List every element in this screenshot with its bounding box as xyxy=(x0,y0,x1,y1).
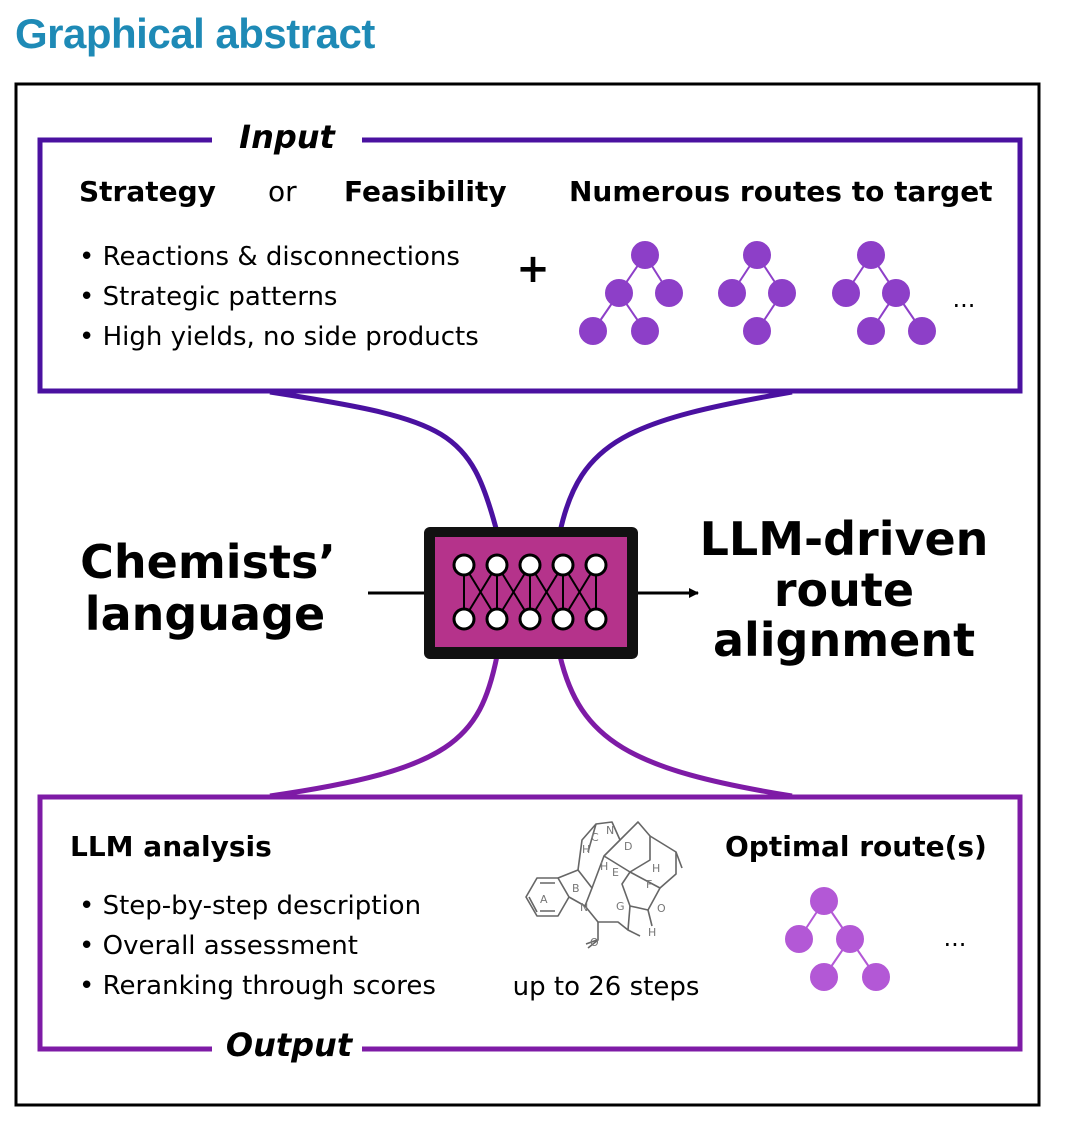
plus-sign: + xyxy=(516,246,550,292)
llm-analysis-heading: LLM analysis xyxy=(70,830,272,863)
atom-h-3: H xyxy=(652,862,660,875)
input-ellipsis: ... xyxy=(953,285,976,313)
chemists-language-line-2: language xyxy=(85,587,325,641)
output-box: Output LLM analysis • Step-by-step descr… xyxy=(37,794,1023,1064)
input-box: Input Strategy or Feasibility Numerous r… xyxy=(37,118,1023,394)
network-node xyxy=(452,553,476,577)
ring-label-b: B xyxy=(572,882,580,895)
llm-alignment-line-1: LLM-driven xyxy=(700,512,989,566)
network-node xyxy=(518,607,542,631)
route-tree-3 xyxy=(832,241,936,345)
network-node xyxy=(551,553,575,577)
input-bullet-3: • High yields, no side products xyxy=(79,322,479,352)
atom-o-carbonyl: O xyxy=(590,936,599,949)
atom-h-4: H xyxy=(648,926,656,939)
neural-network-icon xyxy=(424,527,638,659)
input-title: Input xyxy=(239,118,336,156)
route-tree-1 xyxy=(579,241,683,345)
ring-label-g: G xyxy=(616,900,625,913)
network-node xyxy=(485,553,509,577)
molecule-structure xyxy=(525,821,683,949)
output-box-border xyxy=(37,794,1023,1052)
graphical-abstract-heading: Graphical abstract xyxy=(15,10,375,57)
optimal-routes-heading: Optimal route(s) xyxy=(725,830,987,863)
ring-label-e: E xyxy=(612,866,619,879)
ring-label-d: D xyxy=(624,840,632,853)
input-bullet-2: • Strategic patterns xyxy=(79,282,337,312)
chemists-language-line-1: Chemists’ xyxy=(80,535,336,589)
route-tree-2 xyxy=(718,241,796,345)
routes-heading: Numerous routes to target xyxy=(569,175,993,208)
atom-n-top: N xyxy=(606,824,614,837)
atom-h-2: H xyxy=(600,860,608,873)
output-bullet-1: • Step-by-step description xyxy=(79,891,421,921)
curve-output-left xyxy=(269,655,500,799)
feasibility-label: Feasibility xyxy=(344,175,507,208)
molecule-atom-labels: N N O O H H H H A B C D E F G xyxy=(540,824,666,949)
strategy-label: Strategy xyxy=(79,175,216,208)
input-box-border xyxy=(37,137,1023,394)
llm-alignment-line-3: alignment xyxy=(713,613,975,667)
output-bullet-3: • Reranking through scores xyxy=(79,971,436,1001)
ring-label-a: A xyxy=(540,893,548,906)
curve-input-right xyxy=(557,389,793,533)
ring-label-f: F xyxy=(646,878,652,891)
curve-input-left xyxy=(269,389,500,533)
output-title: Output xyxy=(226,1026,354,1064)
optimal-route-tree xyxy=(785,887,890,991)
atom-o-ether: O xyxy=(657,902,666,915)
atom-n-indole: N xyxy=(580,901,588,914)
network-node xyxy=(584,607,608,631)
steps-caption: up to 26 steps xyxy=(513,972,700,1002)
network-node xyxy=(551,607,575,631)
curve-output-right xyxy=(557,655,793,799)
or-label: or xyxy=(268,175,297,208)
network-node xyxy=(452,607,476,631)
ring-label-c: C xyxy=(591,831,599,844)
output-bullet-2: • Overall assessment xyxy=(79,931,358,961)
atom-h-1: H xyxy=(582,843,590,856)
input-bullet-1: • Reactions & disconnections xyxy=(79,242,460,272)
connector-curves xyxy=(269,389,793,799)
llm-alignment-line-2: route xyxy=(774,563,914,617)
network-node xyxy=(584,553,608,577)
outer-frame xyxy=(14,82,1041,1107)
network-node xyxy=(518,553,542,577)
output-ellipsis: ... xyxy=(944,924,967,952)
network-node xyxy=(485,607,509,631)
